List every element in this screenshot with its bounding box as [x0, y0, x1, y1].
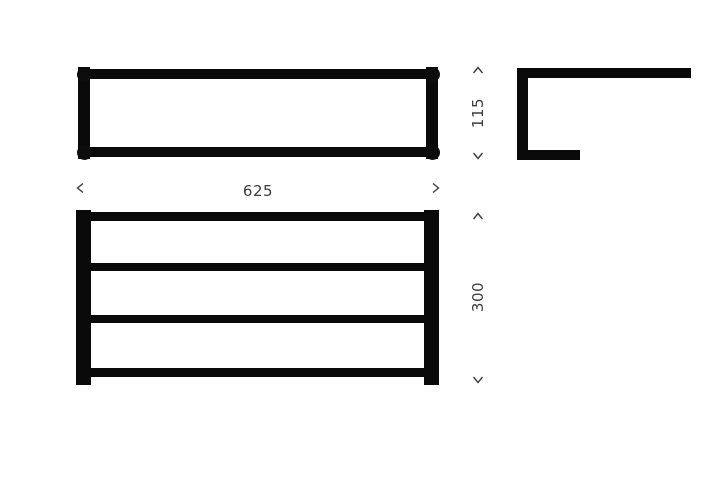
side-view-vertical — [517, 68, 528, 160]
arrow-up-icon — [471, 210, 485, 224]
arrow-right-icon — [428, 181, 442, 195]
height-dimension-label: 300 — [469, 281, 487, 313]
front-view-right-post — [424, 210, 439, 385]
corner-circle-bottom-left — [77, 145, 92, 160]
corner-circle-top-right — [425, 67, 440, 82]
front-view-left-post — [76, 210, 91, 385]
front-view-rail-2 — [85, 263, 430, 271]
top-view-front-rail — [84, 69, 432, 79]
top-view-right-post — [426, 67, 438, 159]
front-view-rail-3 — [85, 315, 430, 323]
side-view-top-arm — [517, 68, 691, 78]
width-dimension-label: 625 — [242, 182, 274, 200]
corner-circle-top-left — [77, 67, 92, 82]
corner-circle-bottom-right — [425, 145, 440, 160]
arrow-up-icon — [471, 64, 485, 78]
front-view-rail-4 — [85, 368, 430, 377]
top-view-left-post — [78, 67, 90, 159]
arrow-down-icon — [471, 148, 485, 162]
top-view-back-rail — [84, 147, 432, 157]
arrow-left-icon — [74, 181, 88, 195]
arrow-down-icon — [471, 372, 485, 386]
front-view-rail-1 — [85, 212, 430, 221]
side-view-bottom-foot — [517, 150, 580, 160]
depth-dimension-label: 115 — [469, 97, 487, 129]
